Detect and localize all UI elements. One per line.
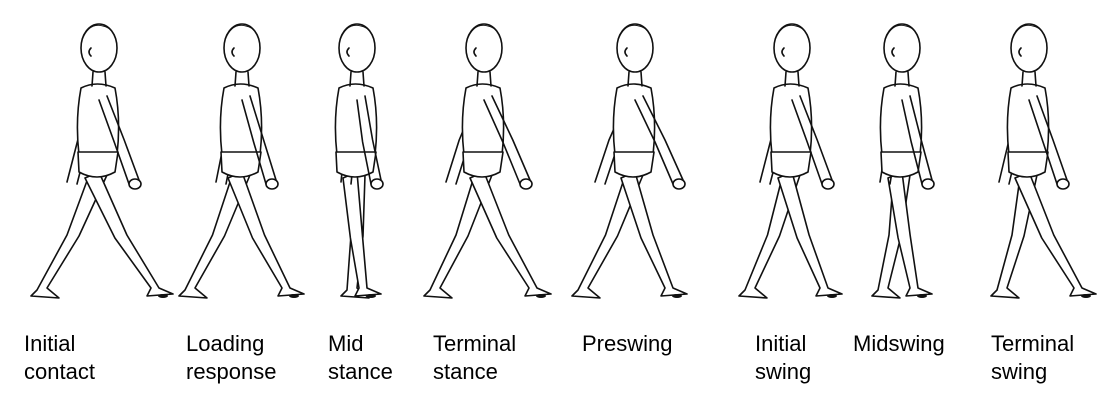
foot-shadow bbox=[1081, 294, 1091, 298]
figure-mid-stance bbox=[335, 24, 383, 298]
label-loading-response-line1: Loading bbox=[186, 330, 277, 358]
label-mid-stance-line2: stance bbox=[328, 358, 393, 386]
label-mid-stance-line1: Mid bbox=[328, 330, 393, 358]
hand bbox=[520, 179, 532, 189]
torso bbox=[613, 84, 654, 155]
figure-preswing bbox=[572, 24, 687, 298]
hand bbox=[1057, 179, 1069, 189]
label-preswing: Preswing bbox=[582, 330, 672, 358]
hand bbox=[822, 179, 834, 189]
front-leg bbox=[621, 172, 687, 296]
foot-shadow bbox=[827, 294, 837, 298]
foot-shadow bbox=[289, 294, 299, 298]
hand bbox=[266, 179, 278, 189]
label-terminal-stance-line2: stance bbox=[433, 358, 516, 386]
front-leg bbox=[85, 172, 173, 296]
label-mid-stance: Mid stance bbox=[328, 330, 393, 386]
gait-figures bbox=[0, 0, 1114, 320]
hand bbox=[371, 179, 383, 189]
hand bbox=[922, 179, 934, 189]
foot-shadow bbox=[536, 294, 546, 298]
figure-initial-contact bbox=[31, 24, 173, 298]
label-initial-swing: Initial swing bbox=[755, 330, 811, 386]
label-initial-swing-line1: Initial bbox=[755, 330, 811, 358]
label-initial-swing-line2: swing bbox=[755, 358, 811, 386]
foot-shadow bbox=[366, 294, 376, 298]
label-preswing-line1: Preswing bbox=[582, 330, 672, 358]
label-midswing-line1: Midswing bbox=[853, 330, 945, 358]
foot-shadow bbox=[672, 294, 682, 298]
briefs bbox=[1008, 152, 1048, 177]
front-leg bbox=[1015, 172, 1096, 296]
briefs bbox=[221, 152, 261, 177]
label-initial-contact-line1: Initial bbox=[24, 330, 95, 358]
label-initial-contact: Initial contact bbox=[24, 330, 95, 386]
label-terminal-stance-line1: Terminal bbox=[433, 330, 516, 358]
front-leg bbox=[228, 172, 304, 296]
figure-terminal-stance bbox=[424, 24, 551, 298]
figure-initial-swing bbox=[739, 24, 842, 298]
hand bbox=[129, 179, 141, 189]
figure-terminal-swing bbox=[991, 24, 1096, 298]
foot-shadow bbox=[917, 294, 927, 298]
foot-shadow bbox=[158, 294, 168, 298]
hand bbox=[673, 179, 685, 189]
front-leg bbox=[778, 172, 842, 296]
torso bbox=[1007, 84, 1048, 155]
briefs bbox=[78, 152, 118, 177]
label-terminal-swing-line1: Terminal bbox=[991, 330, 1074, 358]
briefs bbox=[336, 152, 376, 177]
briefs bbox=[771, 152, 811, 177]
briefs bbox=[614, 152, 654, 177]
figure-loading-response bbox=[179, 24, 304, 298]
figure-midswing bbox=[872, 24, 934, 298]
label-loading-response-line2: response bbox=[186, 358, 277, 386]
torso bbox=[77, 84, 118, 155]
label-terminal-swing: Terminal swing bbox=[991, 330, 1074, 386]
torso bbox=[462, 84, 503, 155]
briefs bbox=[463, 152, 503, 177]
torso bbox=[335, 84, 376, 155]
torso bbox=[220, 84, 261, 155]
label-terminal-swing-line2: swing bbox=[991, 358, 1074, 386]
label-initial-contact-line2: contact bbox=[24, 358, 95, 386]
label-midswing: Midswing bbox=[853, 330, 945, 358]
label-loading-response: Loading response bbox=[186, 330, 277, 386]
front-leg bbox=[470, 172, 551, 296]
torso bbox=[770, 84, 811, 155]
label-terminal-stance: Terminal stance bbox=[433, 330, 516, 386]
